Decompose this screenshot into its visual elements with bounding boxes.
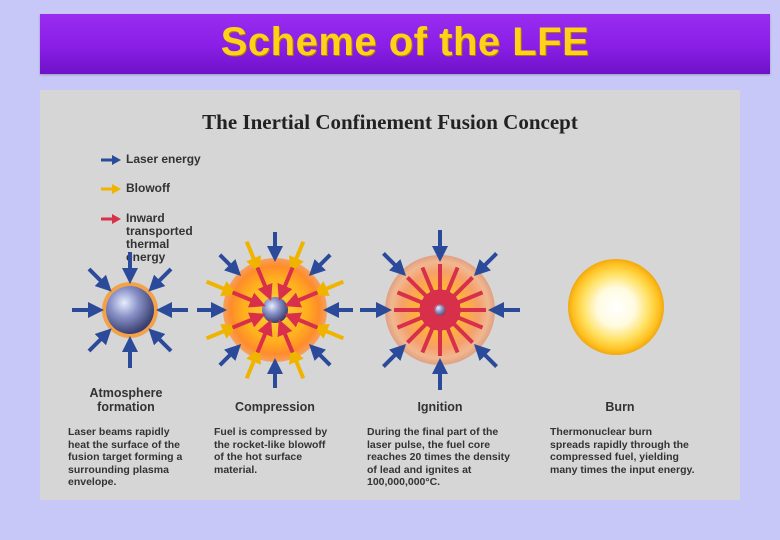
laser-arrow — [148, 267, 173, 292]
stage-burn-graphic — [568, 259, 664, 355]
blowoff-arrow — [205, 279, 239, 296]
laser-arrow — [382, 343, 407, 368]
thermal-arrow — [284, 290, 319, 308]
laser-arrow — [218, 253, 242, 277]
legend-label-blowoff: Blowoff — [126, 181, 170, 195]
blowoff-arrow — [289, 240, 306, 274]
blowoff-arrow-icon — [101, 184, 121, 194]
blowoff-arrow — [311, 279, 345, 296]
stage-desc-ignition: During the final part of the laser pulse… — [367, 426, 510, 488]
slide-title: Scheme of the LFE — [220, 20, 590, 64]
blowoff-arrow — [311, 324, 345, 341]
stage-desc-atmosphere: Laser beams rapidly heat the surface of … — [68, 426, 183, 488]
thermal-arrow — [231, 312, 266, 330]
blowoff-arrow — [244, 346, 261, 380]
stage-name-compression: Compression — [235, 400, 315, 414]
diagram-title: The Inertial Confinement Fusion Concept — [202, 110, 578, 134]
stage-compression-graphic — [197, 232, 353, 388]
stage-atmosphere-graphic — [72, 252, 188, 368]
laser-arrow — [473, 343, 498, 368]
laser-arrow-icon — [101, 155, 121, 165]
stage-ignition-graphic — [360, 230, 520, 390]
stage-name-atmosphere: Atmosphere formation — [89, 386, 163, 414]
thermal-arrow — [277, 319, 295, 354]
thermal-arrow — [255, 266, 273, 301]
laser-arrow — [308, 343, 332, 367]
laser-arrow — [308, 253, 332, 277]
slide-title-bar: Scheme of the LFE — [40, 14, 770, 74]
legend-label-thermal: Inward transported thermal energy — [126, 211, 193, 264]
thermal-arrow — [284, 312, 319, 330]
laser-arrow — [382, 252, 407, 277]
stage-desc-burn: Thermonuclear burn spreads rapidly throu… — [550, 426, 695, 476]
thermal-arrow — [277, 266, 295, 301]
stage-name-burn: Burn — [605, 400, 635, 414]
thermal-arrow — [255, 319, 273, 354]
thermal-arrow — [231, 290, 266, 308]
thermal-arrow — [443, 290, 484, 310]
laser-arrow — [148, 328, 173, 353]
blowoff-arrow — [289, 346, 306, 380]
legend-label-laser: Laser energy — [126, 152, 201, 166]
diagram-panel: The Inertial Confinement Fusion Concept … — [40, 90, 740, 500]
laser-arrow — [87, 328, 112, 353]
stage-name-ignition: Ignition — [417, 400, 463, 414]
thermal-arrow-icon — [101, 214, 121, 224]
blowoff-arrow — [244, 240, 261, 274]
laser-arrow — [218, 343, 242, 367]
stage-desc-compression: Fuel is compressed by the rocket-like bl… — [214, 426, 328, 476]
laser-arrow — [87, 267, 112, 292]
laser-arrow — [473, 252, 498, 277]
stage-illustrations — [72, 230, 664, 390]
blowoff-arrow — [205, 324, 239, 341]
